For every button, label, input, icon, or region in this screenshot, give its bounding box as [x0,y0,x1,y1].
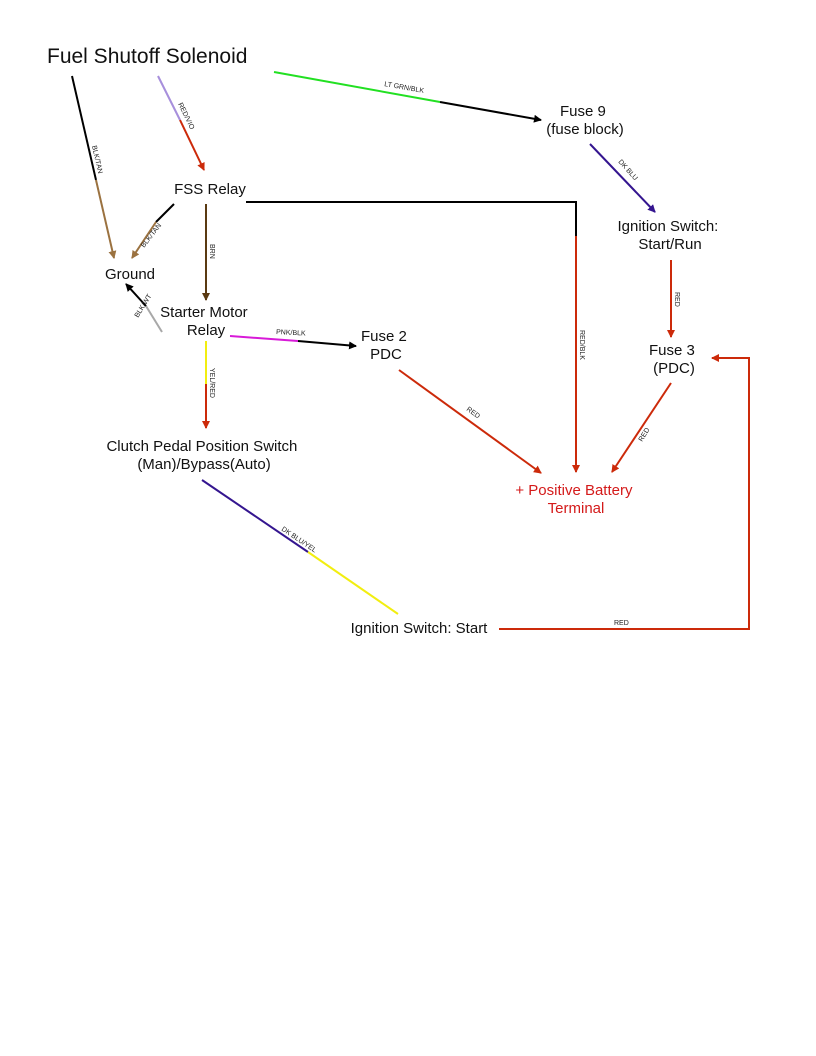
node-fss-relay: FSS Relay [174,181,246,198]
wire-label-starter-clutch: YEL/RED [208,368,215,398]
wire-solenoid-relay: RED/VIO [157,75,205,171]
node-fuse-3-line1: Fuse 3 [649,342,695,359]
wire-solenoid-ground: BLK/TAN [71,75,117,259]
node-fuse-9: Fuse 9 (fuse block) [546,103,624,138]
node-starter-motor-relay-line2: Relay [187,322,226,339]
wire-label-ignition-fuse3: RED [673,292,680,307]
wire-fuse2-battery: RED [398,369,542,474]
wire-label-fuse9-ignition: DK BLU [617,159,639,182]
wire-fuse9-ignition: DK BLU [589,143,656,213]
wire-label-relay-ground: BLK/TAN [140,222,163,249]
node-fuse-9-line1: Fuse 9 [560,103,606,120]
wire-relay-starter: BRN [202,204,215,301]
node-ignition-start-run-line2: Start/Run [638,236,701,253]
node-ground: Ground [105,266,155,283]
wire-clutch-ignition: DK BLU/YEL [201,479,399,615]
node-starter-motor-relay-line1: Starter Motor [160,304,248,321]
wire-ignition-start-fuse3: RED [499,354,750,630]
node-battery-line2: Terminal [548,500,605,517]
node-battery-line1: + Positive Battery [515,482,633,499]
wire-label-relay-battery: RED/BLK [578,330,585,360]
wire-solenoid-fuse9: LT GRN/BLK [273,71,542,123]
wire-starter-clutch: YEL/RED [202,341,215,429]
node-fuse-3: Fuse 3 (PDC) [649,342,699,377]
wire-starter-fuse2: PNK/BLK [229,329,357,350]
node-clutch-switch-line2: (Man)/Bypass(Auto) [137,456,270,473]
wire-label-clutch-ignition: DK BLU/YEL [280,526,318,554]
node-clutch-switch-line1: Clutch Pedal Position Switch [106,438,297,455]
wire-label-starter-fuse2: PNK/BLK [276,329,306,338]
wire-relay-battery: RED/BLK [246,201,585,473]
wire-ignition-fuse3: RED [667,260,680,338]
node-fuse-2-line1: Fuse 2 [361,328,407,345]
node-fuse-2: Fuse 2 PDC [361,328,411,363]
wire-relay-ground: BLK/TAN [131,203,175,259]
wire-label-fuse2-battery: RED [465,406,481,420]
node-fuse-2-line2: PDC [370,346,402,363]
node-starter-motor-relay: Starter Motor Relay [160,304,252,339]
node-fuse-9-line2: (fuse block) [546,121,624,138]
node-fuse-3-line2: (PDC) [653,360,695,377]
node-fuel-shutoff-solenoid: Fuel Shutoff Solenoid [47,45,247,68]
wire-fuse3-battery: RED [611,382,672,473]
node-battery: + Positive Battery Terminal [515,482,636,517]
node-ignition-start-run: Ignition Switch: Start/Run [617,218,722,253]
wire-starter-ground: BLK/WT [125,283,163,333]
wire-label-ignition-start-fuse3: RED [614,620,629,627]
node-clutch-switch: Clutch Pedal Position Switch (Man)/Bypas… [106,438,301,473]
node-ignition-start: Ignition Switch: Start [351,620,489,637]
wire-label-relay-starter: BRN [208,244,215,259]
node-ignition-start-run-line1: Ignition Switch: [617,218,718,235]
